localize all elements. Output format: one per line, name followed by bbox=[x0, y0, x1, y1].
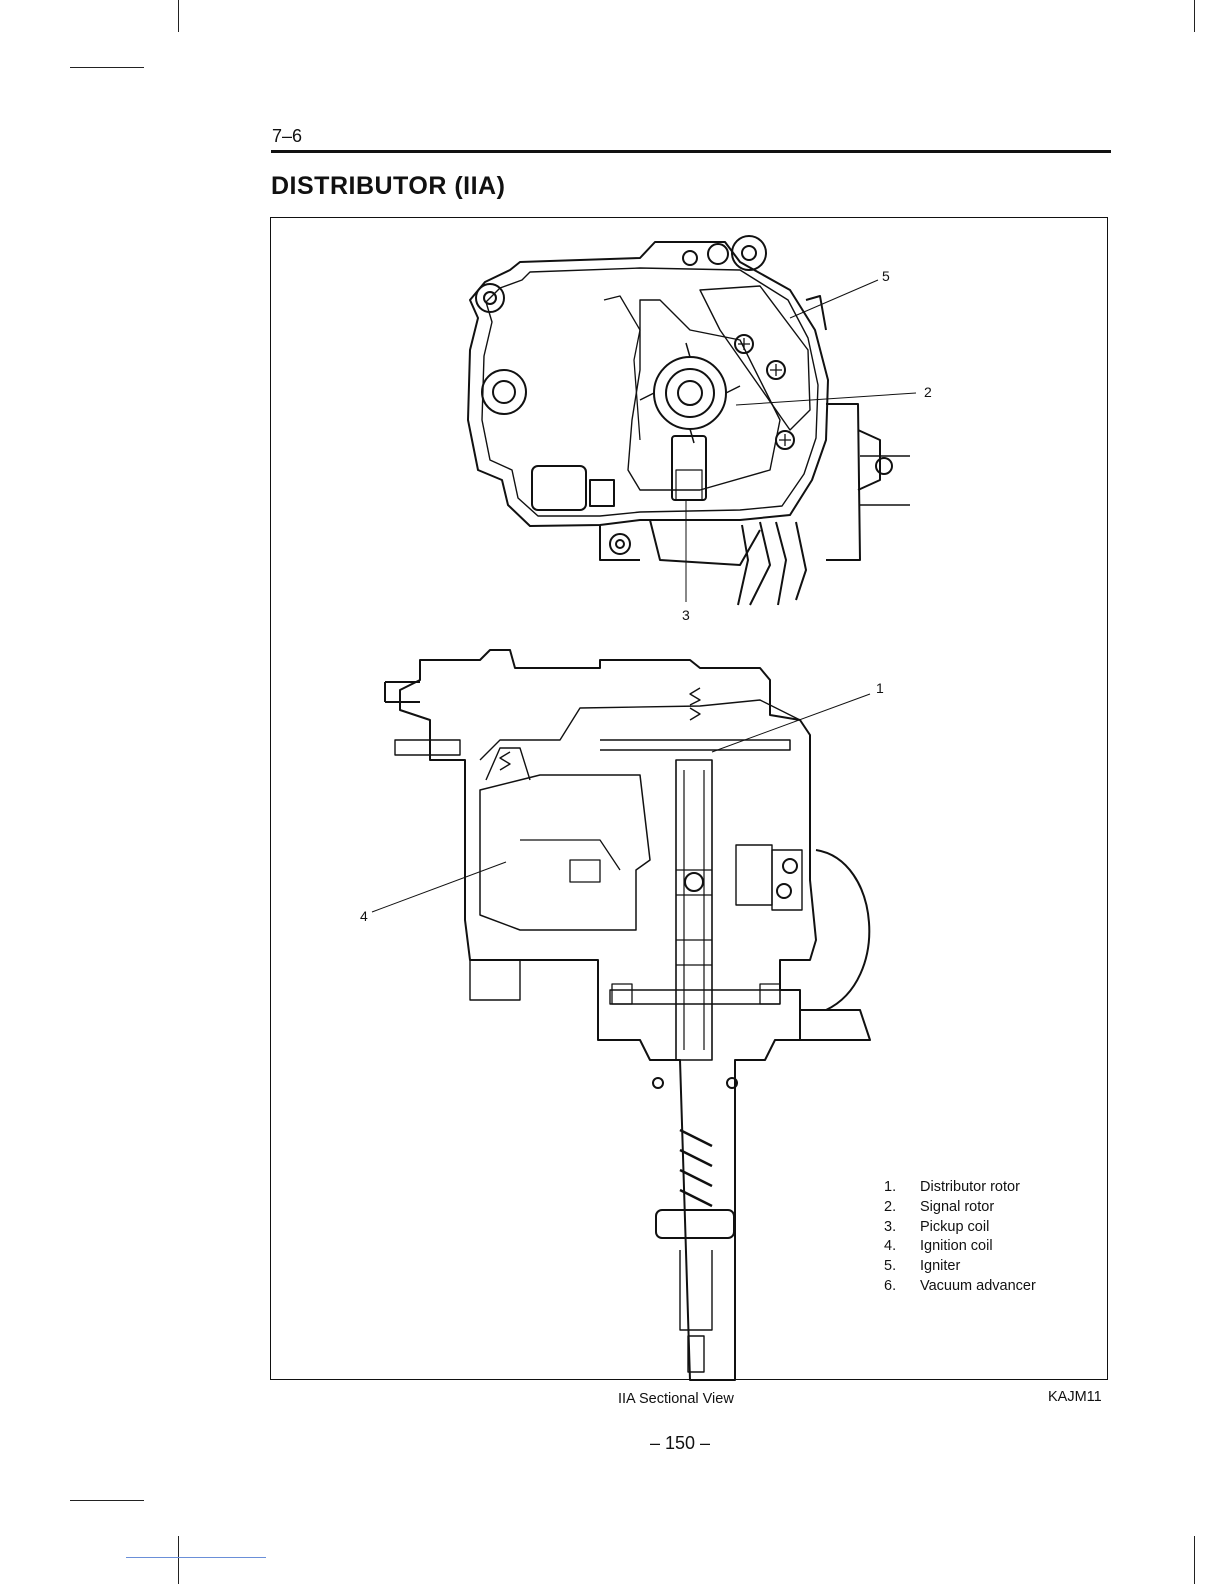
page-number: – 150 – bbox=[650, 1433, 710, 1454]
legend-item-label: Ignition coil bbox=[920, 1237, 993, 1257]
legend-item-number: 5. bbox=[884, 1257, 920, 1277]
legend-item: 2.Signal rotor bbox=[884, 1198, 1036, 1218]
callout-2: 2 bbox=[924, 384, 932, 400]
legend-item: 3.Pickup coil bbox=[884, 1218, 1036, 1238]
figure-caption: IIA Sectional View bbox=[618, 1391, 734, 1407]
legend-item-label: Distributor rotor bbox=[920, 1178, 1020, 1198]
legend-item-label: Signal rotor bbox=[920, 1198, 994, 1218]
legend-item: 1.Distributor rotor bbox=[884, 1178, 1036, 1198]
top-view-housing bbox=[468, 236, 910, 605]
legend-item: 6.Vacuum advancer bbox=[884, 1277, 1036, 1297]
callout-5: 5 bbox=[882, 268, 890, 284]
callout-4: 4 bbox=[360, 908, 368, 924]
legend-item-number: 6. bbox=[884, 1277, 920, 1297]
legend-item-number: 1. bbox=[884, 1178, 920, 1198]
legend-item-label: Igniter bbox=[920, 1257, 960, 1277]
legend-item-number: 4. bbox=[884, 1237, 920, 1257]
callout-3: 3 bbox=[682, 607, 690, 623]
legend-item-number: 2. bbox=[884, 1198, 920, 1218]
legend-item-number: 3. bbox=[884, 1218, 920, 1238]
figure-code: KAJM11 bbox=[1048, 1389, 1102, 1405]
legend-item-label: Pickup coil bbox=[920, 1218, 989, 1238]
callout-leaders bbox=[372, 280, 916, 912]
side-view-housing bbox=[385, 650, 870, 1380]
legend-item: 5.Igniter bbox=[884, 1257, 1036, 1277]
legend-item-label: Vacuum advancer bbox=[920, 1277, 1036, 1297]
legend-item: 4.Ignition coil bbox=[884, 1237, 1036, 1257]
parts-legend: 1.Distributor rotor 2.Signal rotor 3.Pic… bbox=[884, 1178, 1036, 1297]
callout-1: 1 bbox=[876, 680, 884, 696]
